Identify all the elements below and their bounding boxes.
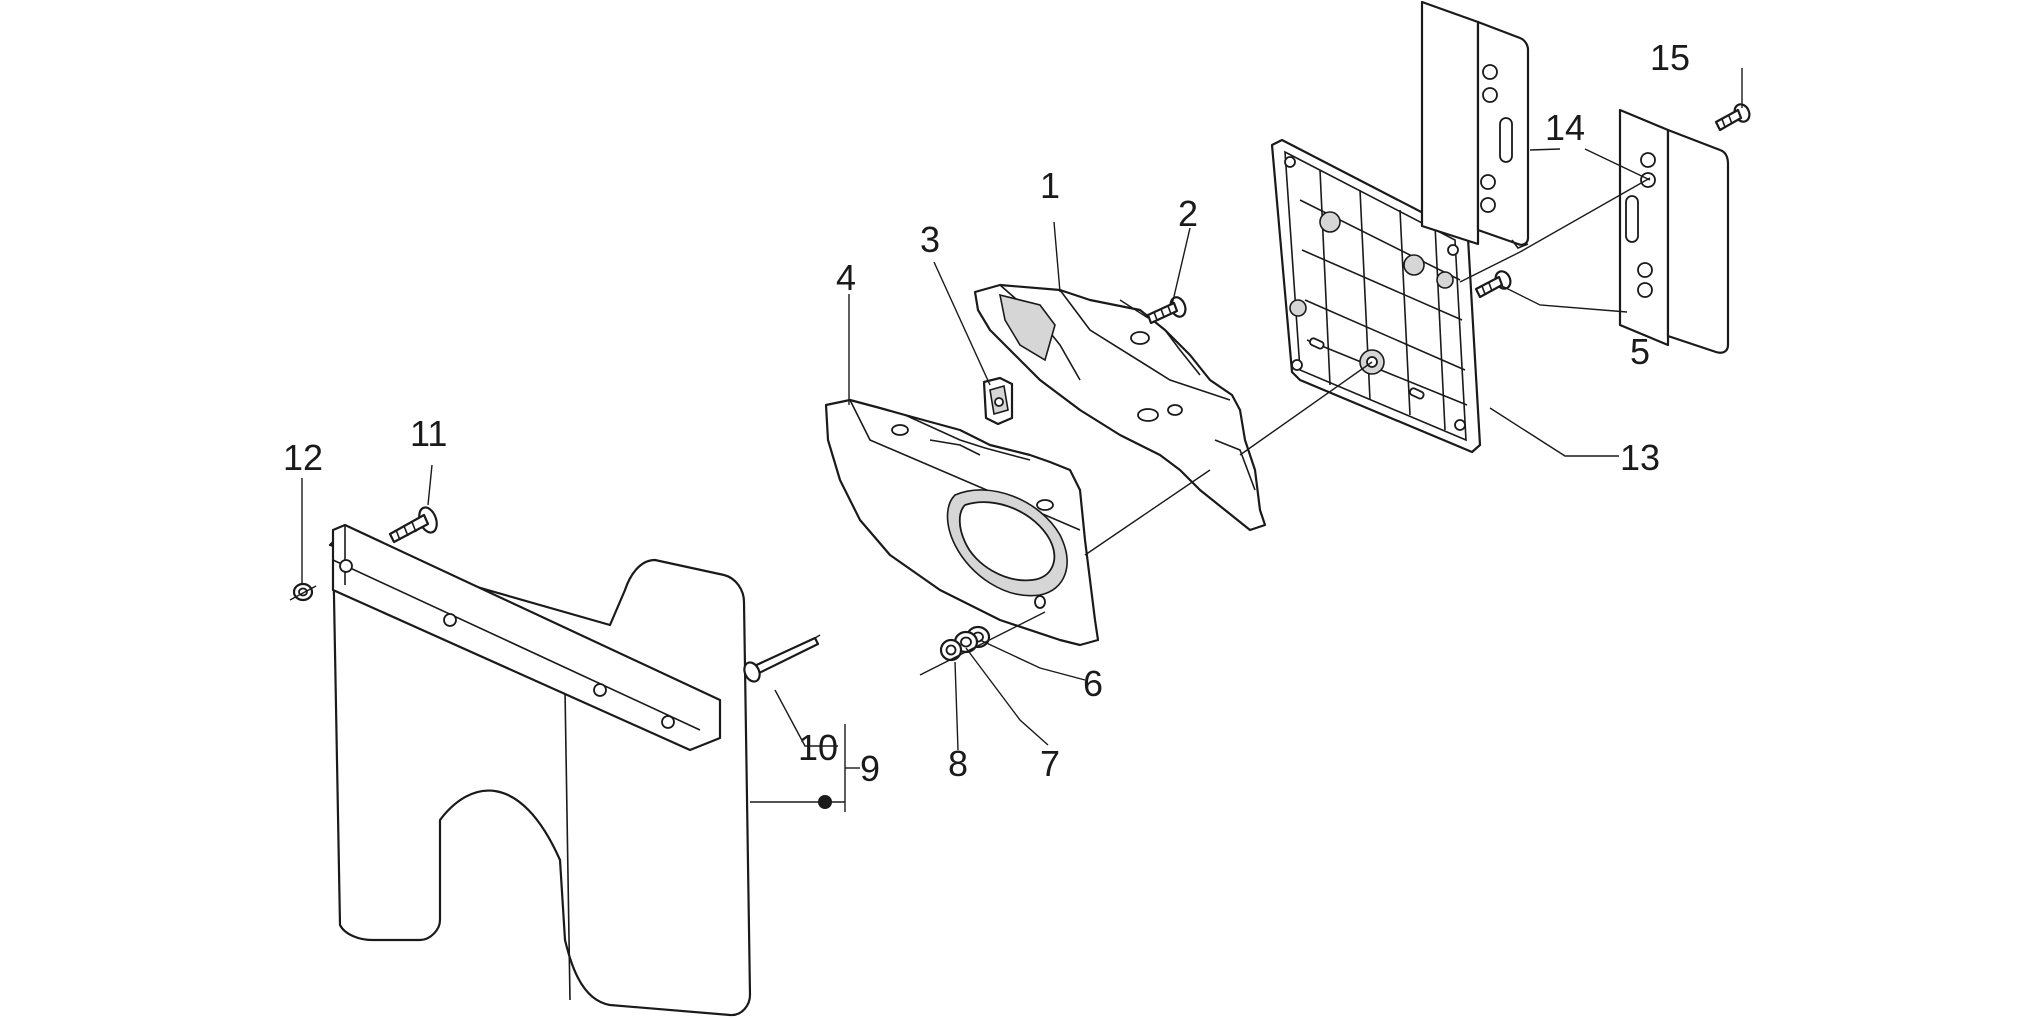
assembly-axis-lines bbox=[919, 177, 1651, 676]
callout-8: 8 bbox=[948, 743, 968, 784]
screw-part-15 bbox=[1714, 103, 1751, 132]
callout-1: 1 bbox=[1040, 165, 1060, 206]
callout-7: 7 bbox=[1040, 743, 1060, 784]
reference-dot bbox=[818, 795, 832, 809]
callout-13: 13 bbox=[1620, 437, 1660, 478]
holder-part-4 bbox=[824, 398, 1100, 647]
callout-11: 11 bbox=[410, 413, 447, 454]
callout-6: 6 bbox=[1083, 663, 1103, 704]
mud-flap-part-9 bbox=[328, 540, 752, 1017]
nut-part-8 bbox=[939, 638, 963, 662]
callout-2: 2 bbox=[1178, 193, 1198, 234]
screw-part-2 bbox=[1146, 296, 1187, 325]
bracket-part-14-left bbox=[1420, 0, 1530, 249]
callout-3: 3 bbox=[920, 219, 940, 260]
callout-15: 15 bbox=[1650, 37, 1690, 78]
bolt-part-11 bbox=[388, 506, 438, 544]
callout-labels: 1 2 3 4 5 6 7 8 9 10 11 12 13 14 15 bbox=[283, 37, 1690, 789]
mud-flap-rail bbox=[331, 523, 722, 752]
callout-12: 12 bbox=[283, 437, 323, 478]
rivet-part-10 bbox=[743, 634, 821, 683]
screw-part-5 bbox=[1474, 270, 1512, 299]
nut-part-12 bbox=[289, 582, 317, 602]
cover-part-1 bbox=[973, 283, 1267, 532]
callout-9: 9 bbox=[860, 748, 880, 789]
clip-nut-part-3 bbox=[982, 376, 1014, 426]
callout-10: 10 bbox=[798, 727, 838, 768]
callout-4: 4 bbox=[836, 257, 856, 298]
leader-lines bbox=[301, 68, 1743, 812]
callout-5: 5 bbox=[1630, 331, 1650, 372]
bracket-part-14-right bbox=[1618, 108, 1730, 354]
callout-14: 14 bbox=[1545, 107, 1585, 148]
